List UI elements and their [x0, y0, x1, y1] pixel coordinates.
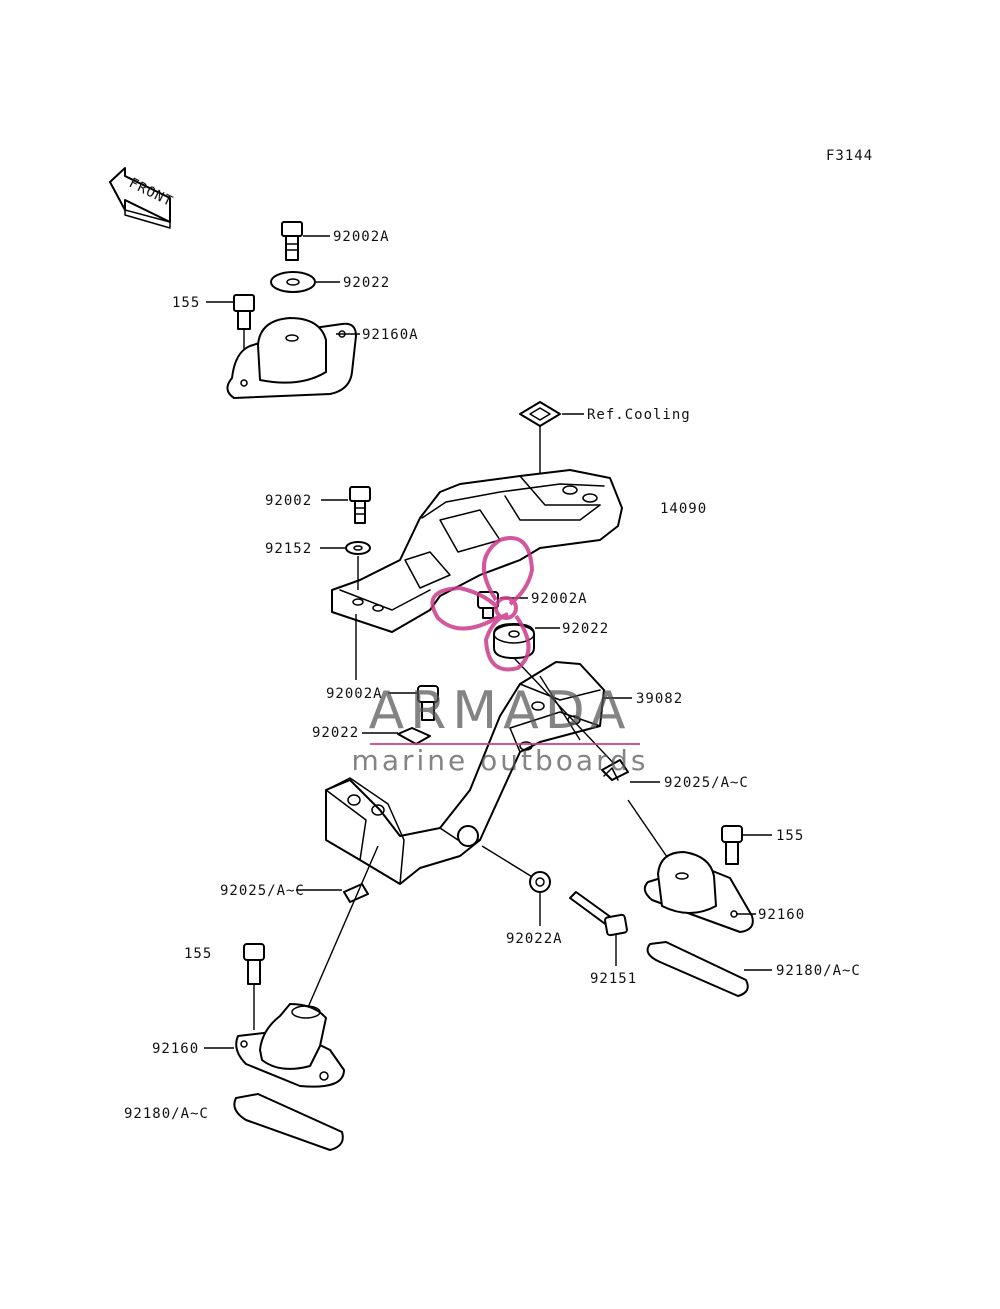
label-92180-right: 92180/A~C — [776, 963, 861, 979]
label-92160-left: 92160 — [152, 1041, 199, 1057]
label-92152: 92152 — [265, 541, 312, 557]
label-92151: 92151 — [590, 971, 637, 987]
watermark-brand: ARMADA — [369, 681, 632, 741]
bolt-92002[interactable] — [349, 486, 371, 524]
label-92022A: 92022A — [506, 931, 563, 947]
label-92002A-mid: 92002A — [531, 591, 588, 607]
bolt-155-top[interactable] — [233, 294, 255, 330]
label-92002A-top: 92002A — [333, 229, 390, 245]
label-92022-mid: 92022 — [562, 621, 609, 637]
engine-mount-92160-left[interactable] — [235, 1003, 345, 1088]
label-92160-right: 92160 — [758, 907, 805, 923]
bracket-14090[interactable] — [331, 469, 623, 633]
watermark: ARMADA marine outboards — [352, 536, 649, 777]
label-14090: 14090 — [660, 501, 707, 517]
gasket-92180-left[interactable] — [233, 1093, 344, 1151]
label-92025-right: 92025/A~C — [664, 775, 749, 791]
bolt-92151[interactable] — [569, 891, 628, 937]
figure-code: F3144 — [826, 148, 873, 164]
engine-mount-92160-right[interactable] — [643, 851, 754, 933]
bolt-92002A-top[interactable] — [281, 221, 303, 261]
propeller-logo-icon — [430, 536, 535, 672]
pin-92025-right[interactable] — [601, 759, 629, 781]
washer-92152[interactable] — [345, 541, 371, 555]
bolt-155-right[interactable] — [721, 825, 743, 865]
gasket-92180-right[interactable] — [646, 941, 749, 997]
label-92022-left: 92022 — [312, 725, 359, 741]
label-92025-left: 92025/A~C — [220, 883, 305, 899]
watermark-tagline: marine outboards — [352, 744, 649, 777]
label-92002A-left: 92002A — [326, 686, 383, 702]
washer-92022A[interactable] — [529, 871, 551, 893]
washer-92022-left[interactable] — [397, 727, 431, 745]
pin-92025-left[interactable] — [343, 883, 369, 903]
label-ref-cooling: Ref.Cooling — [587, 407, 691, 423]
label-155-left: 155 — [184, 946, 212, 962]
bolt-155-left[interactable] — [243, 943, 265, 985]
label-155-top: 155 — [172, 295, 200, 311]
ref-cooling-part — [519, 401, 561, 427]
label-92002: 92002 — [265, 493, 312, 509]
label-92160A: 92160A — [362, 327, 419, 343]
engine-mount-92160A[interactable] — [226, 317, 357, 399]
label-92180-left: 92180/A~C — [124, 1106, 209, 1122]
front-arrow-icon: FRONT — [109, 167, 176, 229]
washer-92022-top[interactable] — [270, 271, 316, 293]
bracket-39082[interactable] — [325, 661, 605, 885]
bolt-92002A-left[interactable] — [417, 685, 439, 721]
label-39082: 39082 — [636, 691, 683, 707]
label-155-right: 155 — [776, 828, 804, 844]
label-92022-top: 92022 — [343, 275, 390, 291]
